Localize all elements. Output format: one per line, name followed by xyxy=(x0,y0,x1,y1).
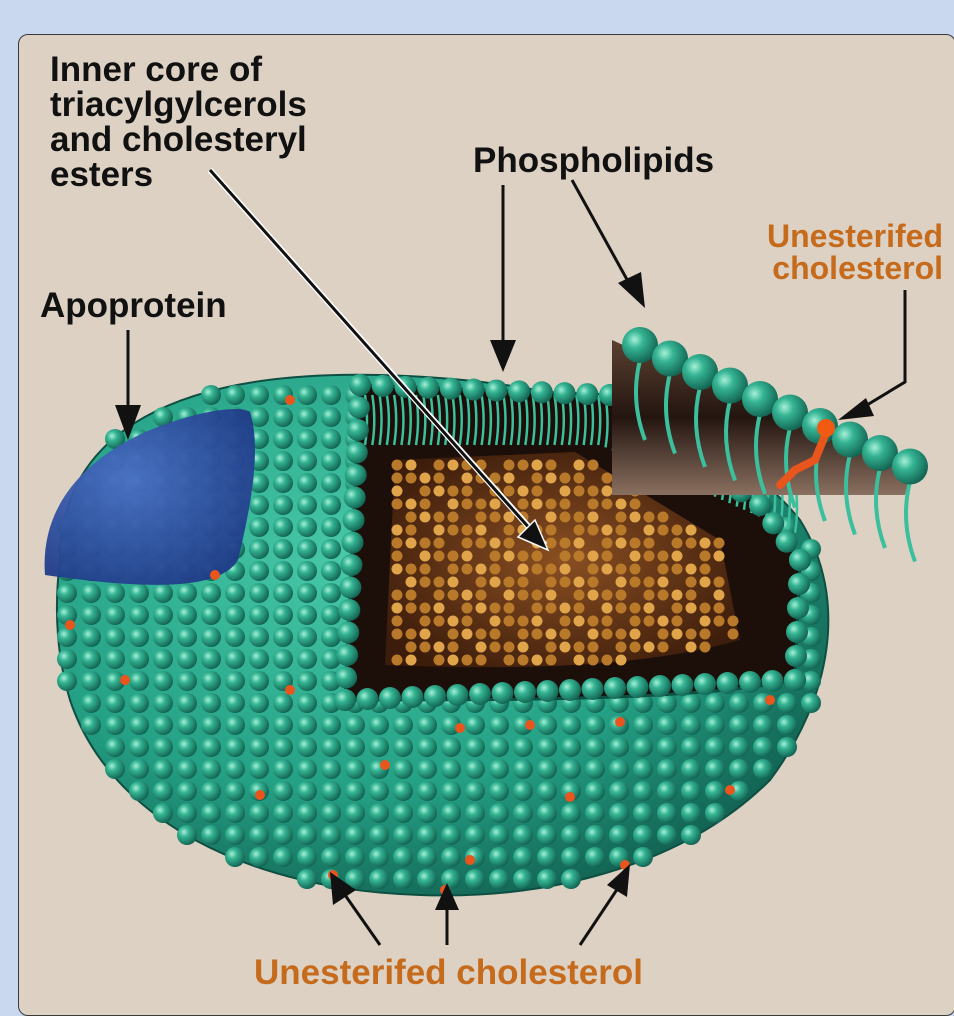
phospholipids-arrowhead-right xyxy=(618,272,645,308)
phospholipids-arrow-right xyxy=(572,180,630,285)
unesterified-cholesterol-top-label: Unesterifed cholesterol xyxy=(693,220,943,284)
unesterified-bottom-arrow-1 xyxy=(345,895,380,945)
apoprotein-label: Apoprotein xyxy=(40,288,227,323)
inset-cholesterol-head xyxy=(817,419,835,437)
inner-core-label: Inner core of triacylgylcerols and chole… xyxy=(50,52,307,192)
unesterified-cholesterol-bottom-label: Unesterifed cholesterol xyxy=(254,955,643,990)
apoprotein-blob xyxy=(45,409,255,585)
unesterified-top-arrow xyxy=(862,290,905,408)
phospholipids-label: Phospholipids xyxy=(473,143,714,178)
unesterified-bottom-arrow-3 xyxy=(580,888,618,945)
phospholipids-arrowhead-left xyxy=(490,340,516,372)
unesterified-top-arrowhead xyxy=(838,398,874,420)
